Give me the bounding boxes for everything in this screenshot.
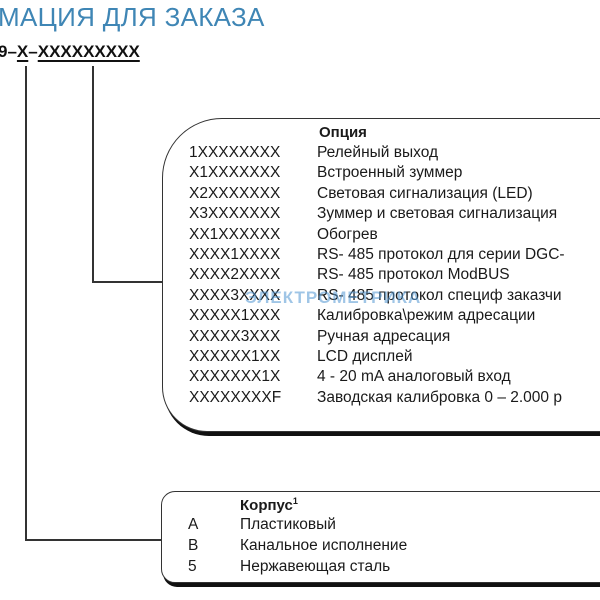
option-description: Световая сигнализация (LED) bbox=[317, 184, 533, 202]
option-description: Ручная адресация bbox=[317, 327, 451, 345]
housing-description: Пластиковый bbox=[240, 516, 336, 533]
option-row: XXXX2XXXX RS- 485 протокол ModBUS bbox=[189, 265, 510, 286]
connector-options-horizontal bbox=[92, 281, 164, 283]
housing-code: 5 bbox=[188, 558, 197, 575]
connector-options-vertical bbox=[92, 66, 94, 282]
housing-row: A Пластиковый bbox=[188, 515, 336, 536]
option-row: XXXXXX1XX LCD дисплей bbox=[189, 347, 412, 368]
option-row: X2XXXXXXX Световая сигнализация (LED) bbox=[189, 184, 533, 205]
order-code: 9–X–XXXXXXXXX bbox=[0, 42, 140, 62]
code-housing-segment: X bbox=[16, 42, 29, 61]
option-description: Заводская калибровка 0 – 2.000 р bbox=[317, 388, 562, 406]
option-code: X1XXXXXXX bbox=[189, 164, 281, 182]
code-separator: – bbox=[28, 42, 38, 61]
option-row: XXXXXXXXF Заводская калибровка 0 – 2.000 … bbox=[189, 388, 562, 409]
option-row: X1XXXXXXX Встроенный зуммер bbox=[189, 163, 462, 184]
option-row: XXXX1XXXX RS- 485 протокол для серии DGC- bbox=[189, 245, 565, 266]
option-description: RS- 485 протокол специф заказчи bbox=[317, 286, 562, 304]
connector-housing-vertical bbox=[25, 66, 27, 540]
code-prefix: 9– bbox=[0, 42, 17, 61]
option-code: XXXX2XXXX bbox=[189, 266, 281, 284]
option-description: Встроенный зуммер bbox=[317, 164, 463, 182]
options-box bbox=[162, 118, 600, 432]
page-title: МАЦИЯ ДЛЯ ЗАКАЗА bbox=[0, 2, 265, 32]
option-description: Релейный выход bbox=[317, 144, 439, 161]
option-code: XXXXXXX1X bbox=[189, 368, 281, 386]
housing-row: B Канальное исполнение bbox=[188, 536, 407, 557]
option-row: X3XXXXXXX Зуммер и световая сигнализация bbox=[189, 204, 557, 225]
option-row: XXXXXXX1X 4 - 20 mA аналоговый вход bbox=[189, 367, 511, 388]
option-code: XXXX3XXXX bbox=[189, 286, 281, 304]
housing-code: A bbox=[188, 516, 199, 533]
option-code: 1XXXXXXXX bbox=[189, 144, 281, 161]
option-code: XXXX1XXXX bbox=[189, 246, 281, 263]
option-code: X2XXXXXXX bbox=[189, 184, 281, 202]
option-description: Обогрев bbox=[317, 225, 378, 243]
watermark: ЭЛЕКТРОМЕТРИКА bbox=[245, 288, 422, 307]
housing-row: 5 Нержавеющая сталь bbox=[188, 557, 390, 578]
option-description: Калибровка\режим адресации bbox=[317, 307, 536, 325]
option-row: XX1XXXXXX Обогрев bbox=[189, 225, 378, 246]
footnote-marker: 1 bbox=[292, 496, 298, 506]
options-header: Опция bbox=[319, 124, 367, 141]
option-description: 4 - 20 mA аналоговый вход bbox=[317, 368, 511, 386]
housing-code: B bbox=[188, 537, 199, 554]
option-code: XXXXX3XXX bbox=[189, 327, 281, 345]
option-row: XXXX3XXXX RS- 485 протокол специф заказчи bbox=[189, 286, 562, 307]
option-row: XXXXX3XXX Ручная адресация bbox=[189, 327, 450, 348]
option-code: XXXXX1XXX bbox=[189, 307, 281, 325]
housing-header: Корпус1 bbox=[240, 496, 298, 514]
option-code: XXXXXXXXF bbox=[189, 388, 282, 406]
option-description: RS- 485 протокол ModBUS bbox=[317, 266, 510, 284]
option-row: 1XXXXXXXX Релейный выход bbox=[189, 143, 438, 164]
code-options-segment: XXXXXXXXX bbox=[37, 42, 140, 61]
housing-box bbox=[161, 491, 600, 583]
housing-description: Нержавеющая сталь bbox=[240, 558, 391, 575]
housing-header-label: Корпус bbox=[240, 497, 293, 514]
housing-description: Канальное исполнение bbox=[240, 537, 408, 554]
option-description: LCD дисплей bbox=[317, 348, 413, 365]
connector-housing-horizontal bbox=[25, 539, 163, 541]
option-code: XX1XXXXXX bbox=[189, 225, 281, 243]
option-description: RS- 485 протокол для серии DGC- bbox=[317, 246, 565, 263]
option-description: Зуммер и световая сигнализация bbox=[317, 205, 558, 223]
option-row: XXXXX1XXX Калибровка\режим адресации bbox=[189, 306, 535, 327]
option-code: XXXXXX1XX bbox=[189, 348, 281, 365]
option-code: X3XXXXXXX bbox=[189, 205, 281, 223]
